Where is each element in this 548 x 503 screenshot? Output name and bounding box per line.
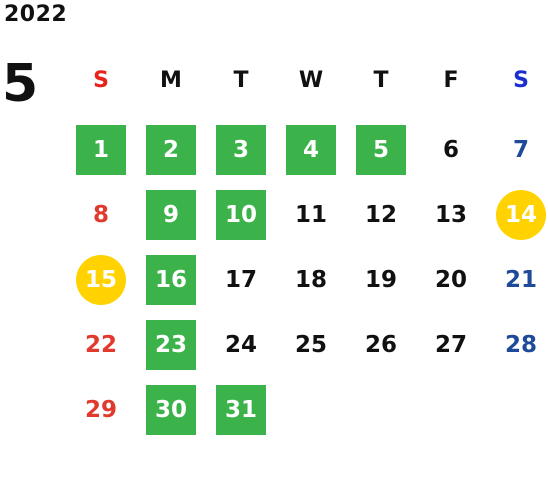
year-label: 2022 xyxy=(4,2,68,27)
day-cell-2[interactable]: 2 xyxy=(146,125,196,175)
weekday-wednesday: W xyxy=(298,68,324,93)
day-cell-22[interactable]: 22 xyxy=(84,332,117,358)
day-cell-11[interactable]: 11 xyxy=(294,202,327,228)
day-cell-7[interactable]: 7 xyxy=(512,137,529,163)
day-cell-29[interactable]: 29 xyxy=(84,397,117,423)
month-number: 5 xyxy=(2,54,39,114)
day-cell-3[interactable]: 3 xyxy=(216,125,266,175)
day-cell-9[interactable]: 9 xyxy=(146,190,196,240)
day-cell-14[interactable]: 14 xyxy=(496,190,546,240)
day-cell-30[interactable]: 30 xyxy=(146,385,196,435)
day-cell-15[interactable]: 15 xyxy=(76,255,126,305)
day-cell-21[interactable]: 21 xyxy=(504,267,537,293)
day-cell-26[interactable]: 26 xyxy=(364,332,397,358)
day-cell-8[interactable]: 8 xyxy=(92,202,109,228)
day-cell-20[interactable]: 20 xyxy=(434,267,467,293)
day-cell-17[interactable]: 17 xyxy=(224,267,257,293)
day-cell-27[interactable]: 27 xyxy=(434,332,467,358)
day-cell-1[interactable]: 1 xyxy=(76,125,126,175)
weekday-sunday: S xyxy=(93,68,109,93)
day-cell-31[interactable]: 31 xyxy=(216,385,266,435)
day-cell-12[interactable]: 12 xyxy=(364,202,397,228)
weekday-friday: F xyxy=(443,68,459,93)
day-cell-25[interactable]: 25 xyxy=(294,332,327,358)
weekday-saturday: S xyxy=(513,68,529,93)
weekday-tuesday: T xyxy=(233,68,249,93)
day-cell-5[interactable]: 5 xyxy=(356,125,406,175)
day-cell-23[interactable]: 23 xyxy=(146,320,196,370)
day-cell-19[interactable]: 19 xyxy=(364,267,397,293)
day-cell-13[interactable]: 13 xyxy=(434,202,467,228)
day-cell-18[interactable]: 18 xyxy=(294,267,327,293)
day-cell-10[interactable]: 10 xyxy=(216,190,266,240)
day-cell-24[interactable]: 24 xyxy=(224,332,257,358)
day-cell-28[interactable]: 28 xyxy=(504,332,537,358)
day-cell-4[interactable]: 4 xyxy=(286,125,336,175)
day-cell-16[interactable]: 16 xyxy=(146,255,196,305)
weekday-thursday: T xyxy=(373,68,389,93)
weekday-monday: M xyxy=(160,68,182,93)
day-cell-6[interactable]: 6 xyxy=(442,137,459,163)
